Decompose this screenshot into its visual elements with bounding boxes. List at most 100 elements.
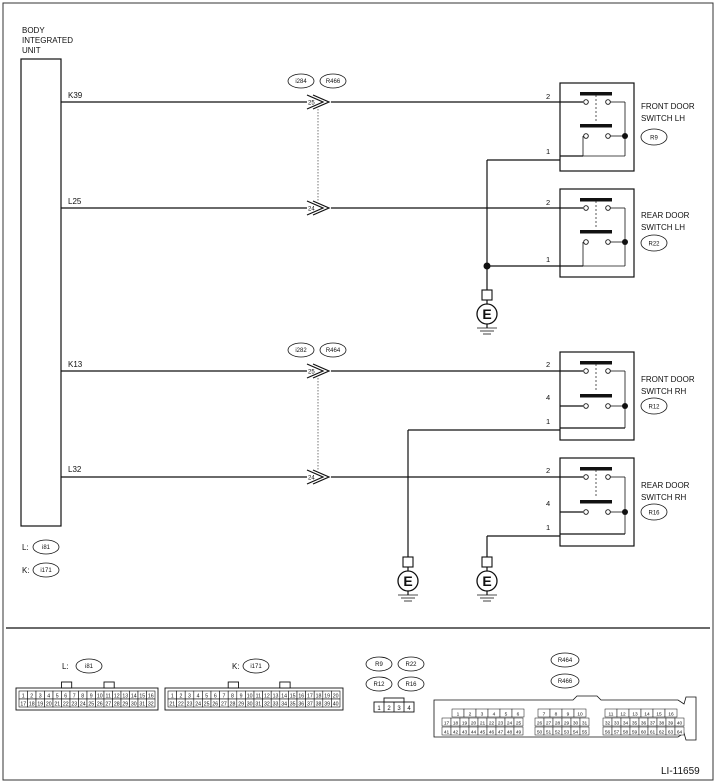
pin-number: 14 [644,712,650,718]
pin-number: 8 [231,693,234,699]
pin-number: 29 [122,701,128,707]
svg-text:2: 2 [546,466,550,475]
pin-number: 21 [54,701,60,707]
pin-number: 13 [122,693,128,699]
pin-number: 6 [214,693,217,699]
svg-text:E: E [482,306,491,322]
pin-number: 33 [273,701,279,707]
pin-number: 18 [453,721,459,727]
pin-cell [674,726,685,736]
pin-number: 31 [139,701,145,707]
pin-number: 8 [555,712,558,718]
pin-number: 32 [264,701,270,707]
pin-number: 54 [573,730,579,736]
pin-number: 58 [623,730,629,736]
pin-number: 39 [668,721,674,727]
pin-number: 27 [105,701,111,707]
pin-number: 18 [316,693,322,699]
pin-number: 29 [564,721,570,727]
pin-number: 42 [453,730,459,736]
unit-label-line1: BODY [22,26,45,35]
i81-label: L: i81 [62,658,103,674]
pin-number: 1 [457,712,460,718]
svg-text:L:: L: [62,662,69,671]
pin-number: 59 [632,730,638,736]
pin-number: 3 [39,693,42,699]
pin-number: 29 [238,701,244,707]
pin-cell [331,698,341,708]
svg-text:R9: R9 [650,136,658,142]
pin-number: 26 [97,701,103,707]
svg-text:E: E [403,573,412,589]
pin-number: 39 [324,701,330,707]
unit-label-line2: INTEGRATED [22,36,73,45]
svg-text:R466: R466 [558,679,573,685]
pin-number: 28 [555,721,561,727]
pin-number: 40 [677,721,683,727]
pin-number: 23 [187,701,193,707]
pin-number: 23 [498,721,504,727]
pin-number: 12 [620,712,626,718]
wire-label-k13: K13 [68,360,83,369]
pin-number: 32 [605,721,611,727]
pin-number: 37 [307,701,313,707]
svg-text:K:: K: [22,566,30,575]
pin-number: 4 [47,693,50,699]
svg-text:i171: i171 [40,568,52,574]
pin-number: 3 [481,712,484,718]
pin-number: 5 [56,693,59,699]
svg-text:2: 2 [546,360,550,369]
pin-number: 53 [564,730,570,736]
pin-cell [513,726,524,736]
pin-number: 25 [516,721,522,727]
svg-text:i81: i81 [85,664,94,670]
connector-id-r466-top: R466 [319,73,347,89]
pin-number: 21 [169,701,175,707]
pin-number: 12 [264,693,270,699]
pin-number: 19 [462,721,468,727]
svg-text:R22: R22 [405,662,417,668]
pin-number: 9 [240,693,243,699]
pin-number: 26 [212,701,218,707]
pin-number: 20 [471,721,477,727]
pin-number: 27 [221,701,227,707]
pin-number: 46 [489,730,495,736]
pin-number: 10 [577,712,583,718]
svg-text:3: 3 [397,706,401,712]
figure-id: LI-11659 [661,766,700,777]
pin-number: 24 [80,701,86,707]
pin-number: 15 [656,712,662,718]
switch-rear-door-lh: 2 1 REAR DOOR SWITCH LH R22 [546,188,690,278]
pin-number: 37 [650,721,656,727]
body-integrated-unit-box [20,58,62,527]
pin-number: 20 [333,693,339,699]
pin-number: 61 [650,730,656,736]
pin-cell [579,726,590,736]
pin-cell [579,717,590,727]
pin-number: 36 [298,701,304,707]
pin-number: 11 [609,712,614,718]
connector-id-i284: i284 [287,73,315,89]
svg-text:4: 4 [546,499,550,508]
ground-rh-rear: E [476,535,560,602]
pin-number: 15 [139,693,145,699]
svg-text:R464: R464 [326,348,341,354]
pin-number: 4 [493,712,496,718]
switch-front-door-lh: 2 1 FRONT DOOR SWITCH LH R9 [546,82,695,172]
svg-text:REAR DOOR: REAR DOOR [641,481,690,490]
pin-number: 21 [480,721,486,727]
svg-text:i282: i282 [295,348,307,354]
pin-number: 44 [471,730,477,736]
svg-text:2: 2 [546,92,550,101]
pin-number: 14 [131,693,137,699]
pin-number: 23 [71,701,77,707]
pin-number: 17 [20,701,26,707]
svg-text:REAR DOOR: REAR DOOR [641,211,690,220]
svg-text:R12: R12 [648,405,660,411]
svg-text:SWITCH RH: SWITCH RH [641,387,687,396]
pin-number: 64 [677,730,683,736]
pin-number: 13 [273,693,279,699]
